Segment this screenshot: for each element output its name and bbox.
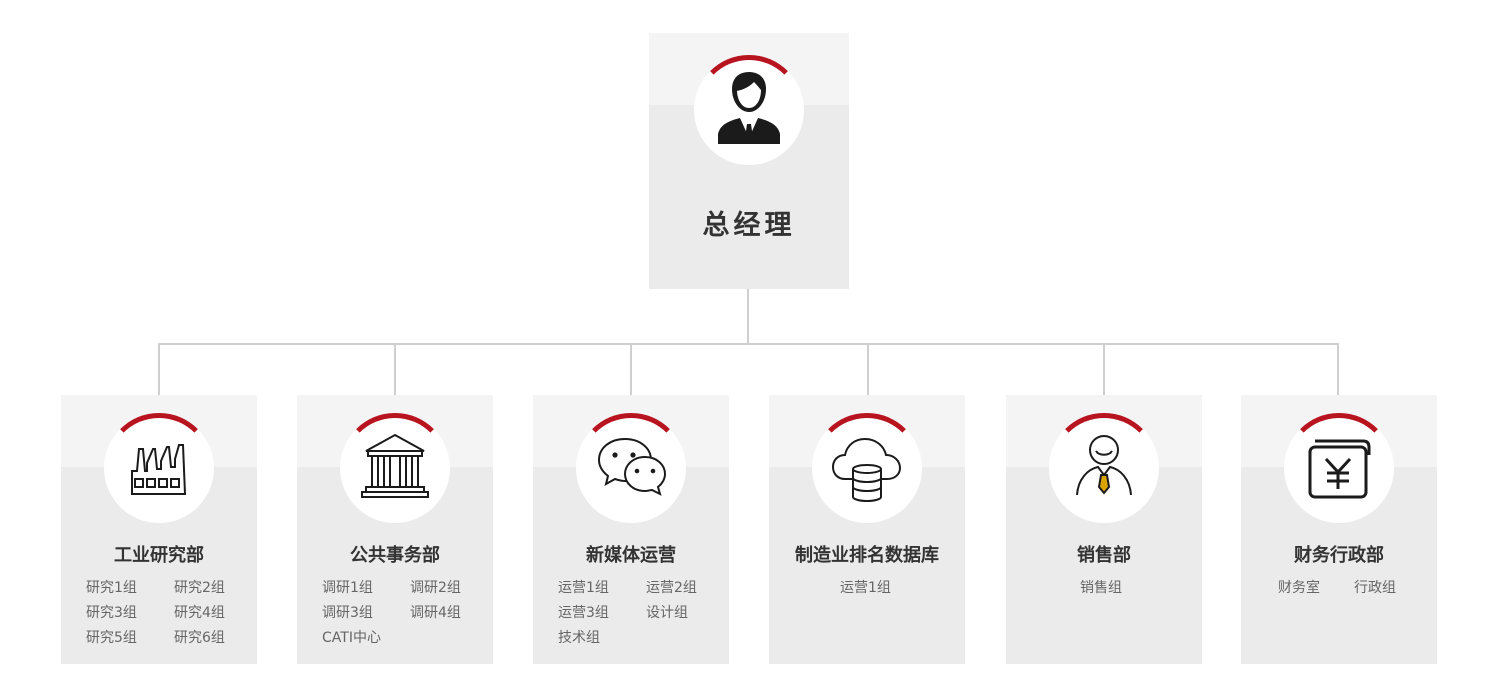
dept-card-industrial-research: 工业研究部 研究1组 研究2组 研究3组 研究4组 研究5组 研究6组 <box>61 395 257 664</box>
group-label: 研究2组 <box>174 580 225 596</box>
group-label: CATI中心 <box>322 630 381 646</box>
dept-title: 销售部 <box>1077 545 1131 566</box>
dept-card-sales: 销售部 销售组 <box>1006 395 1202 664</box>
group-label: 销售组 <box>1080 580 1122 596</box>
group-label: 研究5组 <box>86 630 137 646</box>
dept-connector-1 <box>158 343 160 395</box>
dept-card-new-media: 新媒体运营 运营1组 运营2组 运营3组 设计组 技术组 <box>533 395 729 664</box>
factory-icon <box>131 444 187 495</box>
general-manager-title: 总经理 <box>702 210 796 241</box>
dept-card-public-affairs: 公共事务部 调研1组 调研2组 调研3组 调研4组 CATI中心 <box>297 395 493 664</box>
group-label: 运营3组 <box>558 605 609 621</box>
salesperson-icon <box>1076 435 1132 496</box>
dept-title: 制造业排名数据库 <box>795 545 939 566</box>
group-label: 研究6组 <box>174 630 225 646</box>
group-label: 研究4组 <box>174 605 225 621</box>
dept-card-finance-admin: 财务行政部 财务室 行政组 <box>1241 395 1437 664</box>
group-label: 调研3组 <box>322 605 373 621</box>
dept-connector-2 <box>394 343 396 395</box>
dept-card-manufacturing-database: 制造业排名数据库 运营1组 <box>769 395 965 664</box>
root-connector <box>747 288 749 344</box>
horizontal-connector <box>158 343 1339 345</box>
dept-connector-4 <box>867 343 869 395</box>
group-label: 研究1组 <box>86 580 137 596</box>
wechat-icon <box>597 437 667 496</box>
group-label: 运营2组 <box>646 580 697 596</box>
dept-title: 财务行政部 <box>1294 545 1384 566</box>
dept-connector-5 <box>1103 343 1105 395</box>
group-label: 调研2组 <box>410 580 461 596</box>
group-label: 研究3组 <box>86 605 137 621</box>
group-label: 调研1组 <box>322 580 373 596</box>
group-label: 运营1组 <box>558 580 609 596</box>
group-label: 财务室 <box>1278 580 1320 596</box>
government-building-icon <box>361 433 429 498</box>
dept-title: 公共事务部 <box>350 545 440 566</box>
group-label: 行政组 <box>1354 580 1396 596</box>
group-label: 技术组 <box>558 630 600 646</box>
general-manager-node: 总经理 <box>649 33 849 289</box>
dept-title: 新媒体运营 <box>586 545 676 566</box>
group-label: 运营1组 <box>840 580 891 596</box>
yuan-wallet-icon <box>1308 439 1371 499</box>
group-label: 调研4组 <box>410 605 461 621</box>
dept-title: 工业研究部 <box>114 545 204 566</box>
group-label: 设计组 <box>646 605 688 621</box>
dept-connector-6 <box>1337 343 1339 395</box>
dept-connector-3 <box>630 343 632 395</box>
cloud-database-icon <box>831 437 902 503</box>
manager-icon <box>718 72 780 144</box>
